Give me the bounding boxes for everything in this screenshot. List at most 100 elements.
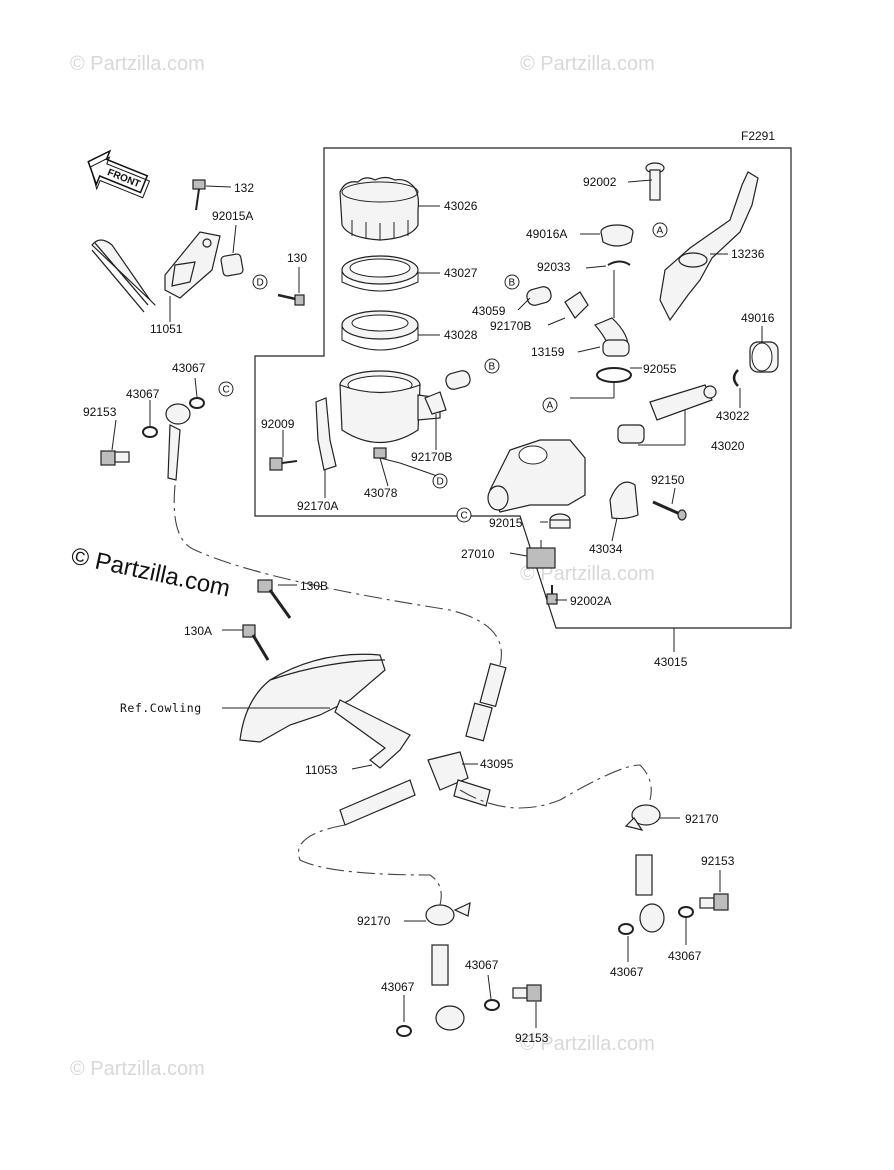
reservoir-43078 xyxy=(339,370,441,459)
label-132: 132 xyxy=(234,181,254,195)
label-43067-c: 43067 xyxy=(610,965,644,979)
label-92015: 92015 xyxy=(489,516,523,530)
circlip-92033 xyxy=(607,260,631,266)
banjo-92170-right xyxy=(624,804,665,933)
cap-49016A xyxy=(600,224,634,247)
screw-92002A xyxy=(546,585,558,605)
assembly-frame xyxy=(254,147,792,629)
lever-13236 xyxy=(659,171,759,322)
washer-43067-a xyxy=(189,397,205,409)
label-43067-d: 43067 xyxy=(668,949,702,963)
label-43026: 43026 xyxy=(444,199,478,213)
callout-c-washer: C xyxy=(218,381,234,397)
label-43034: 43034 xyxy=(589,542,623,556)
callout-b-reservoir: B xyxy=(484,358,500,374)
hose-43059 xyxy=(445,286,552,390)
callout-a-lever: A xyxy=(652,222,668,238)
piston-43020 xyxy=(617,384,717,444)
label-ref-cowling: Ref.Cowling xyxy=(120,701,202,715)
banjo-bolt-92153-c xyxy=(512,984,542,1002)
label-92153-a: 92153 xyxy=(83,405,117,419)
bolt-130 xyxy=(277,293,305,306)
washer-43067-d xyxy=(678,906,694,918)
diaphragm-43028 xyxy=(341,310,419,351)
washer-43067-c xyxy=(618,923,634,935)
label-49016: 49016 xyxy=(741,311,775,325)
label-43067-a: 43067 xyxy=(172,361,206,375)
label-92015A: 92015A xyxy=(212,209,253,223)
washer-43067-f xyxy=(484,999,500,1011)
o-ring-92055 xyxy=(596,367,632,383)
label-92153-c: 92153 xyxy=(515,1031,549,1045)
label-49016A: 49016A xyxy=(526,227,567,241)
joint-43095 xyxy=(339,662,507,826)
fitting-13159 xyxy=(594,317,630,357)
label-13159: 13159 xyxy=(531,345,565,359)
banjo-bolt-92153-a xyxy=(100,450,130,466)
bolt-130A xyxy=(242,624,270,661)
bolt-132 xyxy=(192,179,206,211)
label-130B: 130B xyxy=(300,579,328,593)
label-92033: 92033 xyxy=(537,260,571,274)
boot-49016 xyxy=(749,341,779,373)
label-43027: 43027 xyxy=(444,266,478,280)
label-92009: 92009 xyxy=(261,417,295,431)
watermark-top-right: © Partzilla.com xyxy=(520,53,655,75)
label-43067-e: 43067 xyxy=(465,958,499,972)
bracket-11053 xyxy=(334,699,411,769)
collar-92015A xyxy=(220,253,244,277)
clamp-92170A xyxy=(315,397,337,471)
part-labels: 132 92015A 130 11051 43067 43067 92153 4… xyxy=(83,175,775,1045)
label-92170-a: 92170 xyxy=(685,812,719,826)
switch-27010 xyxy=(526,540,556,569)
label-43078: 43078 xyxy=(364,486,398,500)
label-92002A: 92002A xyxy=(570,594,611,608)
label-43028: 43028 xyxy=(444,328,478,342)
watermark-main: © Partzilla.com xyxy=(69,542,233,602)
label-43067-b: 43067 xyxy=(126,387,160,401)
svg-text:B: B xyxy=(509,278,516,289)
callout-d-collar: D xyxy=(252,274,268,290)
callout-b-hose: B xyxy=(504,274,520,290)
label-130A: 130A xyxy=(184,624,212,638)
bolt-92015 xyxy=(549,513,571,529)
label-43020: 43020 xyxy=(711,439,745,453)
clip-92170B xyxy=(424,291,589,415)
pivot-bolt-92002 xyxy=(645,162,665,201)
brake-hoses xyxy=(173,457,652,906)
label-43067-f: 43067 xyxy=(381,980,415,994)
callout-a-body: A xyxy=(542,397,558,413)
banjo-fitting-left-upper xyxy=(165,403,191,481)
svg-text:A: A xyxy=(657,226,664,237)
label-43095: 43095 xyxy=(480,757,514,771)
label-43015: 43015 xyxy=(654,655,688,669)
svg-text:C: C xyxy=(223,385,230,396)
figure-code: F2291 xyxy=(741,129,775,143)
leader-lines xyxy=(111,179,763,1028)
master-cylinder-body xyxy=(487,439,586,513)
label-92150: 92150 xyxy=(651,473,685,487)
circlip-43022 xyxy=(732,369,739,387)
label-92055: 92055 xyxy=(643,362,677,376)
bracket-11051 xyxy=(91,231,221,313)
plate-43027 xyxy=(341,255,419,292)
watermark-bottom-right: © Partzilla.com xyxy=(520,1033,655,1055)
label-11051: 11051 xyxy=(150,322,183,336)
callout-markers: A A B B C C D D xyxy=(218,222,668,523)
label-130: 130 xyxy=(287,251,307,265)
svg-text:C: C xyxy=(461,511,468,522)
front-arrow-icon: FRONT xyxy=(87,149,151,199)
bolt-92150 xyxy=(652,500,687,521)
watermark-top-left: © Partzilla.com xyxy=(70,53,205,75)
screw-92009 xyxy=(269,457,298,471)
label-11053: 11053 xyxy=(305,763,338,777)
label-92153-b: 92153 xyxy=(701,854,735,868)
label-13236: 13236 xyxy=(731,247,765,261)
holder-43034 xyxy=(609,481,639,520)
svg-text:D: D xyxy=(437,477,444,488)
label-43022: 43022 xyxy=(716,409,750,423)
label-92170A: 92170A xyxy=(297,499,338,513)
banjo-bolt-92153-b xyxy=(699,893,729,911)
reservoir-cap-43026 xyxy=(339,176,419,241)
